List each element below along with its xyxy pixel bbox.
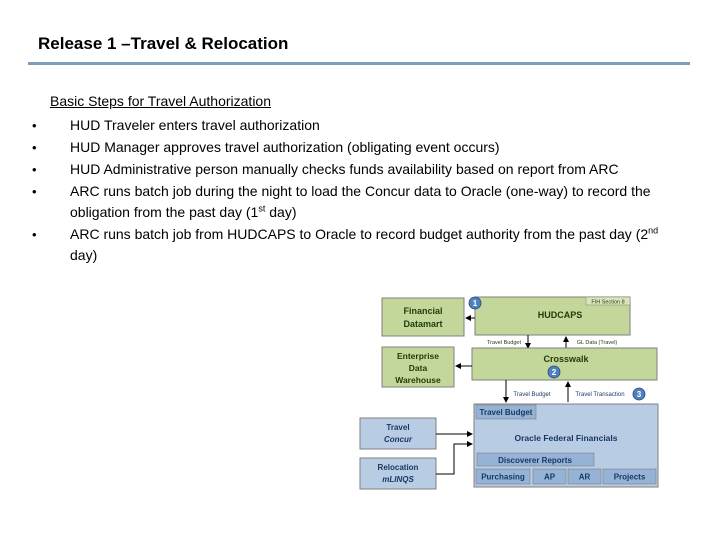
step-text-end: day)	[265, 204, 297, 220]
step-item: HUD Administrative person manually check…	[28, 159, 668, 180]
relocation-label-line2: mLINQS	[382, 475, 414, 484]
step-badge-3: 3	[632, 387, 646, 401]
ap-box	[532, 468, 567, 485]
projects-label: Projects	[614, 473, 646, 482]
ar-label: AR	[579, 473, 591, 482]
section-tag: FIH Section 8	[591, 300, 624, 306]
step-item: ARC runs batch job from HUDCAPS to Oracl…	[28, 224, 668, 266]
step-badge-2: 2	[547, 365, 561, 379]
purchasing-label: Purchasing	[481, 473, 525, 482]
step-text: HUD Traveler enters travel authorization	[70, 117, 320, 133]
step-text: ARC runs batch job during the night to l…	[70, 183, 651, 220]
step-item: ARC runs batch job during the night to l…	[28, 181, 668, 223]
travel-concur-box: Travel Concur	[359, 417, 437, 450]
step-text: HUD Manager approves travel authorizatio…	[70, 139, 500, 155]
slide-title: Release 1 –Travel & Relocation	[38, 34, 289, 53]
ap-label: AP	[544, 473, 556, 482]
ordinal-suffix: nd	[648, 225, 659, 236]
step-text-end: day)	[70, 247, 98, 263]
title-rule	[28, 62, 690, 65]
crosswalk-label: Crosswalk	[543, 354, 589, 364]
travel-concur-label-line2: Concur	[384, 435, 413, 444]
svg-text:3: 3	[637, 390, 642, 399]
gl-data-label: GL Data (Travel)	[577, 340, 618, 346]
purchasing-box	[475, 468, 531, 485]
step-badge-1: 1	[468, 296, 482, 310]
ordinal-suffix: st	[258, 203, 266, 214]
step-item: HUD Manager approves travel authorizatio…	[28, 137, 668, 158]
edw-label-line2: Data	[409, 363, 428, 373]
ar-box	[567, 468, 602, 485]
travel-concur-label-line1: Travel	[386, 423, 409, 432]
financial-datamart-label-line1: Financial	[403, 306, 442, 316]
oracle-label: Oracle Federal Financials	[515, 433, 618, 443]
relocation-label-line1: Relocation	[378, 463, 419, 472]
travel-budget-box	[475, 404, 537, 420]
hudcaps-box: HUDCAPS FIH Section 8	[474, 296, 631, 336]
hudcaps-label: HUDCAPS	[538, 310, 583, 320]
svg-text:2: 2	[552, 368, 557, 377]
arrow-relocation-to-oracle	[436, 441, 473, 475]
step-text: HUD Administrative person manually check…	[70, 161, 619, 177]
financial-datamart-box: Financial Datamart	[381, 297, 465, 337]
travel-budget-top-label: Travel Budget	[487, 340, 522, 346]
oracle-federal-financials-box: Travel Budget Oracle Federal Financials …	[473, 403, 659, 488]
discoverer-reports-box	[476, 452, 595, 467]
edw-label-line1: Enterprise	[397, 351, 439, 361]
steps-list: HUD Traveler enters travel authorization…	[28, 115, 668, 267]
financial-datamart-label-line2: Datamart	[403, 319, 442, 329]
edw-label-line3: Warehouse	[395, 375, 441, 385]
step-text: ARC runs batch job from HUDCAPS to Oracl…	[70, 226, 649, 242]
discoverer-reports-label: Discoverer Reports	[498, 456, 572, 465]
steps-heading: Basic Steps for Travel Authorization	[50, 93, 271, 109]
projects-box	[602, 468, 657, 485]
enterprise-data-warehouse-box: Enterprise Data Warehouse	[381, 346, 455, 388]
step-item: HUD Traveler enters travel authorization	[28, 115, 668, 136]
relocation-mlinqs-box: Relocation mLINQS	[359, 457, 437, 490]
svg-text:1: 1	[473, 299, 478, 308]
travel-budget-box-label: Travel Budget	[480, 408, 533, 417]
crosswalk-box: Crosswalk	[471, 347, 658, 381]
travel-budget-mid-label: Travel Budget	[513, 392, 550, 398]
travel-transaction-label: Travel Transaction	[575, 392, 624, 398]
